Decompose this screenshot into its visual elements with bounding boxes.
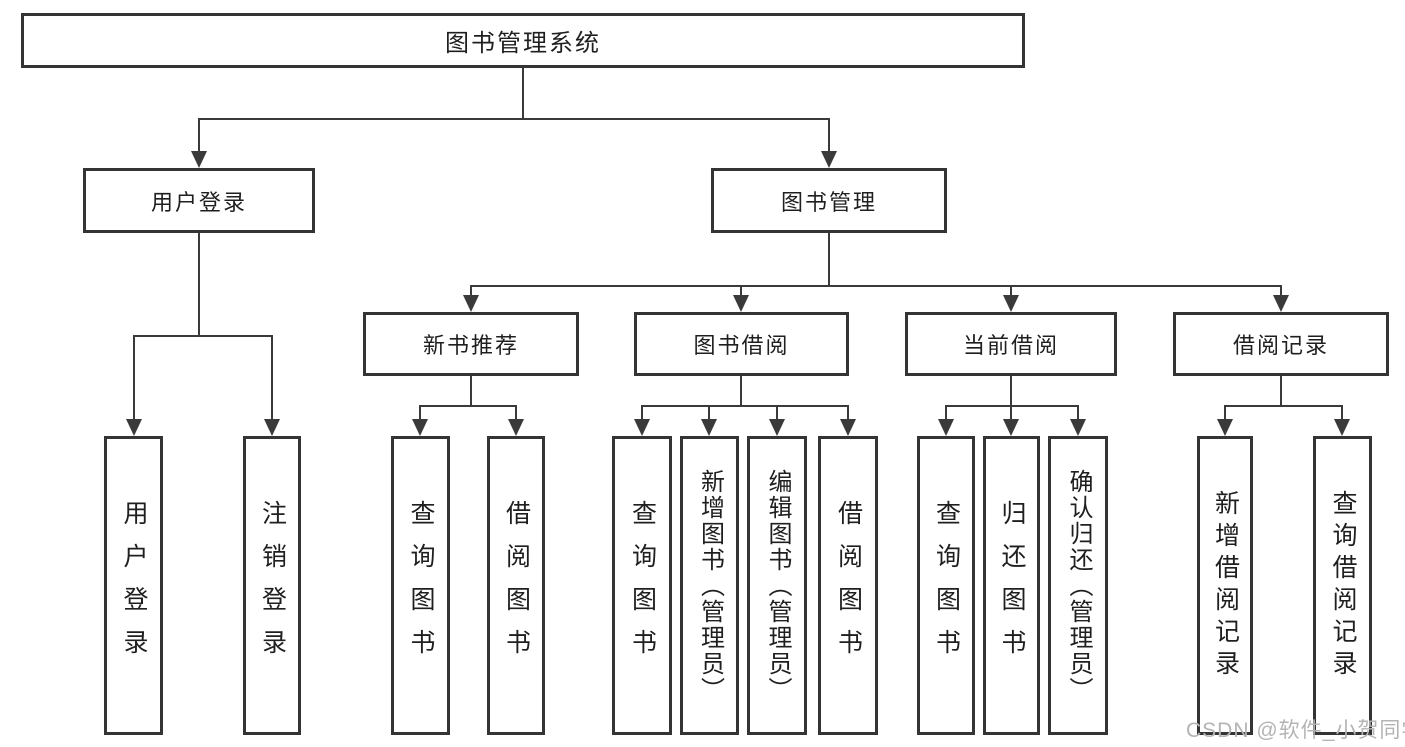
connector-line: [1280, 376, 1282, 407]
leaf-user-login: 用户登录: [104, 436, 163, 735]
arrow-down-icon: [733, 285, 749, 312]
arrow-down-icon: [508, 405, 524, 436]
connector-line: [1224, 405, 1343, 407]
node-label: 图书借阅: [693, 333, 790, 358]
node-label: 确认归还（管理员）: [1065, 468, 1092, 703]
arrow-down-icon: [191, 118, 207, 168]
node-label: 借阅图书: [502, 499, 531, 672]
node-book-borrow: 图书借阅: [634, 312, 849, 376]
arrow-down-icon: [412, 405, 428, 436]
connector-line: [133, 335, 273, 337]
leaf-query-books-recommend: 查询图书: [391, 436, 450, 735]
connector-line: [470, 285, 1282, 287]
node-current-borrow: 当前借阅: [905, 312, 1117, 376]
arrow-down-icon: [634, 405, 650, 436]
node-label: 新增借阅记录: [1211, 489, 1240, 682]
leaf-borrow-books: 借阅图书: [818, 436, 878, 735]
leaf-query-borrow-record: 查询借阅记录: [1313, 436, 1372, 735]
arrow-down-icon: [1273, 285, 1289, 312]
arrow-down-icon: [1217, 405, 1233, 436]
connector-line: [740, 376, 742, 407]
node-label: 查询图书: [932, 499, 961, 672]
node-label: 当前借阅: [962, 333, 1059, 358]
arrow-down-icon: [938, 405, 954, 436]
leaf-borrow-books-recommend: 借阅图书: [487, 436, 545, 735]
connector-line: [419, 405, 517, 407]
connector-line: [522, 68, 524, 120]
leaf-logout: 注销登录: [243, 436, 301, 735]
connector-line: [198, 233, 200, 337]
arrow-down-icon: [1334, 405, 1350, 436]
node-label: 用户登录: [150, 189, 247, 215]
leaf-query-books-borrow: 查询图书: [612, 436, 672, 735]
arrow-down-icon: [701, 405, 717, 436]
arrow-down-icon: [126, 335, 142, 436]
connector-line: [1010, 376, 1012, 407]
connector-line: [641, 405, 849, 407]
node-label: 归还图书: [998, 499, 1026, 672]
node-label: 查询图书: [628, 499, 657, 672]
node-new-book-recommend: 新书推荐: [363, 312, 579, 376]
node-label: 借阅图书: [834, 499, 863, 672]
node-label: 注销登录: [258, 499, 287, 672]
node-label: 用户登录: [120, 499, 148, 672]
csdn-watermark: CSDN @软件_小贺同学: [1186, 719, 1405, 742]
node-label: 图书管理: [780, 189, 877, 215]
node-label: 新增图书（管理员）: [696, 468, 724, 703]
connector-line: [198, 118, 830, 120]
arrow-down-icon: [769, 405, 785, 436]
node-book-management: 图书管理: [711, 168, 947, 233]
node-borrow-records: 借阅记录: [1173, 312, 1389, 376]
node-label: 编辑图书（管理员）: [764, 468, 791, 703]
arrow-down-icon: [463, 285, 479, 312]
connector-line: [828, 233, 830, 287]
leaf-confirm-return-admin: 确认归还（管理员）: [1048, 436, 1108, 735]
leaf-return-book: 归还图书: [983, 436, 1040, 735]
node-label: 借阅记录: [1232, 333, 1329, 358]
node-label: 图书管理系统: [445, 30, 601, 57]
leaf-add-borrow-record: 新增借阅记录: [1197, 436, 1253, 735]
node-user-login: 用户登录: [83, 168, 315, 233]
arrow-down-icon: [840, 405, 856, 436]
node-label: 查询借阅记录: [1329, 489, 1357, 682]
connector-line: [470, 376, 472, 407]
arrow-down-icon: [1070, 405, 1086, 436]
node-root-library-management-system: 图书管理系统: [21, 13, 1025, 68]
leaf-query-books-current: 查询图书: [917, 436, 975, 735]
arrow-down-icon: [1003, 285, 1019, 312]
connector-line: [945, 405, 1079, 407]
arrow-down-icon: [1003, 405, 1019, 436]
node-label: 查询图书: [407, 499, 435, 672]
arrow-down-icon: [264, 335, 280, 436]
arrow-down-icon: [821, 118, 837, 168]
leaf-add-book-admin: 新增图书（管理员）: [680, 436, 739, 735]
node-label: 新书推荐: [422, 333, 519, 358]
leaf-edit-book-admin: 编辑图书（管理员）: [747, 436, 807, 735]
